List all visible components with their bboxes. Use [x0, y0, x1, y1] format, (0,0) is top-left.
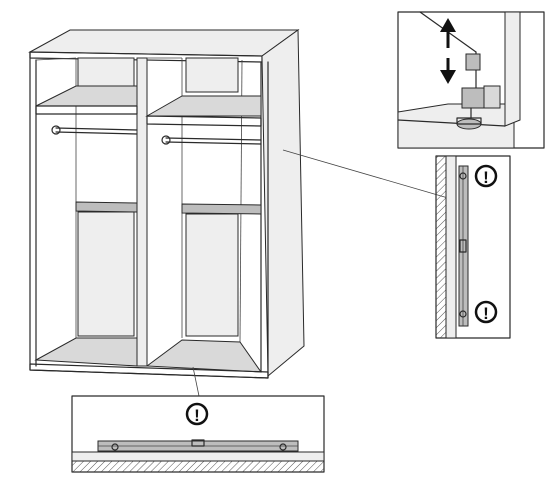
left-rail-bracket [51, 125, 61, 135]
up-down-arrow-icon [440, 18, 456, 84]
side-wall-hatch [435, 155, 447, 339]
right-shelf-front [146, 115, 262, 127]
detail-bottom-rail: ! [71, 395, 325, 473]
foot-detail-floor-panel [397, 103, 515, 149]
right-back-panel [185, 213, 239, 337]
left-bottom-floor [34, 337, 138, 367]
left-shelf [35, 85, 138, 107]
warning-icon: ! [474, 300, 498, 324]
wardrobe-plinth [29, 363, 269, 379]
foot-upper-bolt [465, 53, 481, 71]
left-back-panel [77, 211, 135, 337]
bottom-rail-screw-left [111, 443, 119, 451]
right-rail-bracket [161, 135, 171, 145]
side-rail [458, 165, 469, 327]
left-upper-back-panel [77, 57, 135, 89]
right-cross-bar [181, 203, 262, 215]
leader-line-bottom [192, 366, 200, 397]
detail-side-rail: ! ! [435, 155, 511, 339]
bottom-rail-screw-right [279, 443, 287, 451]
floor-hatch [71, 460, 325, 473]
right-hanging-rail [165, 137, 262, 141]
warning-symbol: ! [483, 304, 489, 323]
left-shelf-front [35, 105, 138, 115]
inner-top-left [35, 57, 77, 61]
side-rail-screw-top [459, 172, 467, 180]
warning-symbol: ! [483, 168, 489, 187]
foot-detail-side-panel [504, 11, 521, 127]
left-cross-bar [75, 201, 138, 213]
wardrobe-right-side [261, 29, 305, 378]
middle-divider [136, 57, 148, 367]
warning-icon: ! [185, 402, 209, 426]
right-shelf [145, 95, 262, 117]
right-bottom-floor [145, 339, 262, 373]
detail-adjustable-foot [397, 11, 545, 149]
warning-icon: ! [474, 164, 498, 188]
warning-symbol: ! [194, 406, 200, 425]
left-hanging-rail [55, 127, 138, 131]
leader-line-side [282, 149, 449, 199]
wardrobe [28, 29, 305, 379]
side-rail-screw-bottom [459, 310, 467, 318]
right-upper-back-panel [185, 57, 239, 93]
